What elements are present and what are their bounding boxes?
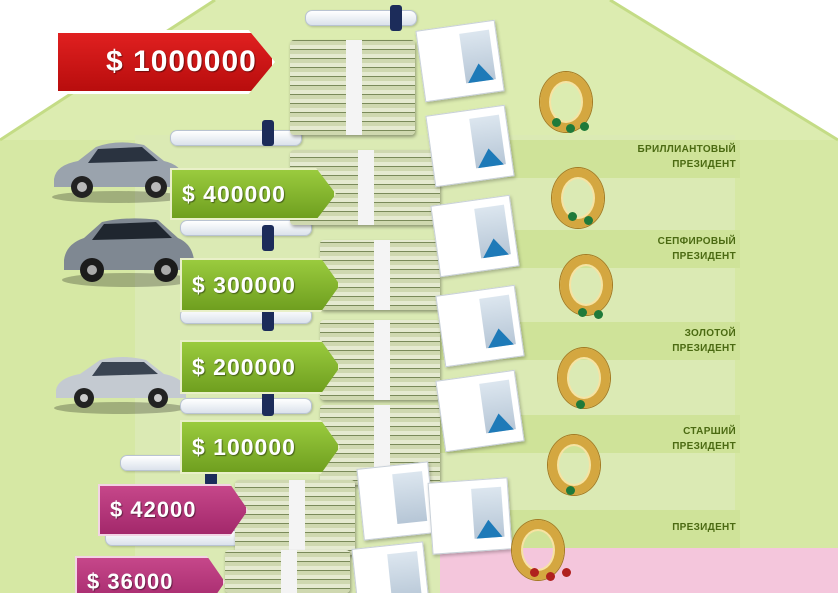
money-stack [320, 240, 440, 310]
gem [562, 568, 571, 577]
gem [566, 124, 575, 133]
money-stack [320, 320, 440, 400]
gem [580, 122, 589, 131]
ribbon-bow [262, 225, 274, 251]
money-stack [225, 550, 350, 593]
amount-label: $ 1000000 [106, 45, 257, 78]
ring-image [512, 520, 564, 580]
gem [530, 568, 539, 577]
car-image-3 [54, 357, 186, 414]
gem [566, 486, 575, 495]
gem [546, 572, 555, 581]
car-image-1 [52, 142, 184, 203]
amount-tag-1000000: $ 1000000 [55, 30, 275, 94]
money-stack [235, 480, 355, 555]
gem [584, 216, 593, 225]
travel-certificate [415, 19, 505, 103]
gem [594, 310, 603, 319]
amount-label: $ 300000 [192, 271, 296, 298]
gem [568, 212, 577, 221]
diploma-scroll [180, 220, 312, 236]
travel-certificate [351, 541, 431, 593]
diploma-scroll [305, 10, 417, 26]
amount-label: $ 400000 [182, 180, 286, 207]
ring-image [560, 255, 612, 315]
travel-certificate [430, 194, 520, 278]
diploma-scroll [180, 398, 312, 414]
gem [578, 308, 587, 317]
amount-tag-200000: $ 200000 [180, 340, 340, 394]
ribbon-bow [262, 120, 274, 146]
travel-certificate [425, 104, 515, 188]
rank-label-sapphire: СЕПФИРОВЫЙ ПРЕЗИДЕНТ [657, 236, 736, 262]
amount-tag-100000: $ 100000 [180, 420, 340, 474]
travel-certificate [435, 369, 525, 453]
rank-label-senior: СТАРШИЙ ПРЕЗИДЕНТ [672, 426, 736, 452]
gem [576, 400, 585, 409]
rank-label-gold: ЗОЛОТОЙ ПРЕЗИДЕНТ [672, 328, 736, 354]
travel-certificate [356, 461, 436, 541]
car-image-2 [62, 218, 194, 287]
travel-certificate [435, 284, 525, 368]
ring-image [552, 168, 604, 228]
rank-label-diamond: БРИЛЛИАНТОВЫЙ ПРЕЗИДЕНТ [637, 144, 736, 170]
ribbon-bow [390, 5, 402, 31]
travel-certificate [427, 477, 513, 555]
amount-tag-300000: $ 300000 [180, 258, 340, 312]
amount-label: $ 36000 [87, 569, 174, 593]
gem [552, 118, 561, 127]
ring-image [558, 348, 610, 408]
amount-tag-36000: $ 36000 [75, 556, 225, 593]
amount-label: $ 200000 [192, 353, 296, 380]
amount-label: $ 100000 [192, 433, 296, 460]
diploma-scroll [170, 130, 302, 146]
amount-label: $ 42000 [110, 497, 197, 522]
money-stack [290, 40, 415, 135]
ribbon-bow [262, 390, 274, 416]
amount-tag-400000: $ 400000 [170, 168, 336, 220]
rank-label-president: ПРЕЗИДЕНТ [672, 522, 736, 533]
amount-tag-42000: $ 42000 [98, 484, 248, 536]
